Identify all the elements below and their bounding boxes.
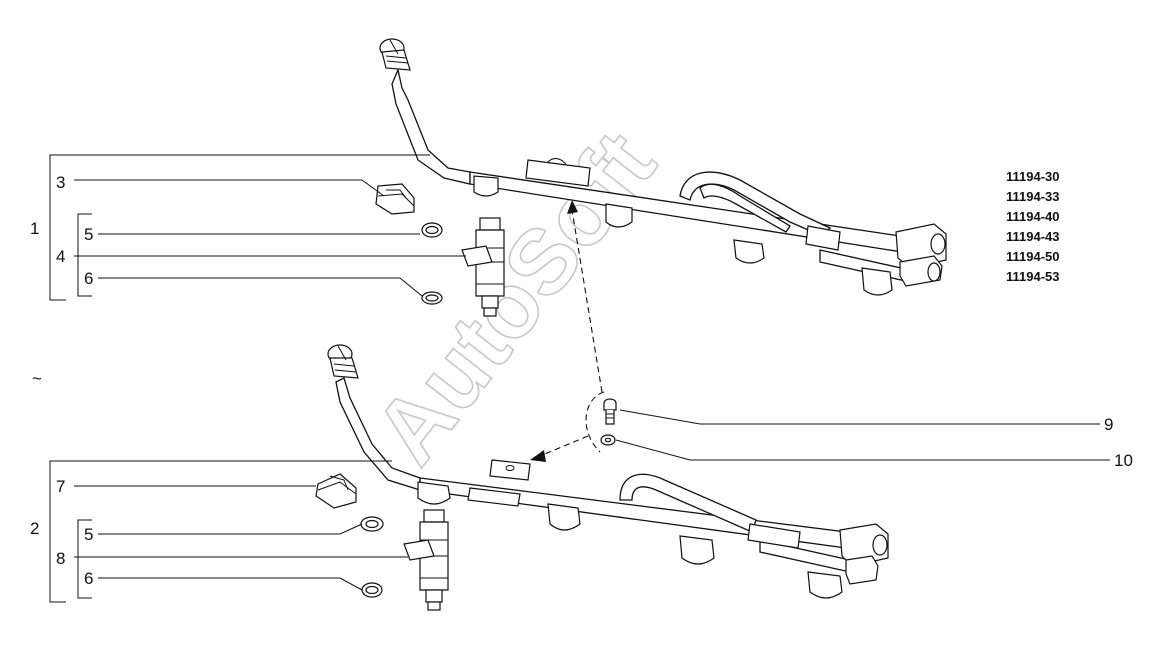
outlet-connector-upper: [895, 223, 947, 287]
callout-10: 10: [1114, 451, 1133, 470]
outlet-connector-lower: [839, 523, 889, 585]
injector-cup: [807, 571, 843, 599]
injector-cup: [473, 175, 499, 197]
callout-4: 4: [56, 247, 65, 266]
injector-lower: [403, 509, 449, 611]
o-ring-lower-5-inner: [365, 519, 379, 529]
bolt-part-9: [603, 398, 617, 425]
arrowhead-up: [567, 200, 578, 214]
o-ring-lower-6-inner: [365, 585, 379, 595]
o-ring-upper-6-inner: [425, 294, 439, 302]
clip-part-7: [315, 473, 357, 509]
callout-6-upper: 6: [84, 269, 93, 288]
injector-cup: [605, 203, 633, 228]
assembly-arrow-up: [571, 209, 603, 393]
callout-7: 7: [56, 477, 65, 496]
upper-fuel-rail: [379, 38, 947, 296]
injector-cup: [417, 481, 451, 505]
callout-5-lower: 5: [84, 525, 93, 544]
callout-3: 3: [56, 173, 65, 192]
lower-fuel-rail: [327, 344, 889, 599]
model-code: 11194-33: [1006, 189, 1060, 204]
injector-upper: [461, 217, 505, 317]
inlet-cap-lower: [327, 344, 359, 379]
model-code: 11194-30: [1006, 169, 1060, 184]
injector-cup: [679, 535, 715, 565]
o-ring-upper-5-inner: [425, 225, 439, 235]
model-code-list: 11194-30 11194-33 11194-40 11194-43 1119…: [1006, 169, 1060, 284]
model-code: 11194-40: [1006, 209, 1060, 224]
injector-cup: [733, 239, 765, 264]
arrowhead-left: [530, 450, 546, 462]
injector-cup: [547, 503, 581, 531]
callout-2: 2: [30, 519, 39, 538]
leader-lines: [49, 154, 1110, 603]
callout-8: 8: [56, 549, 65, 568]
callout-9: 9: [1104, 415, 1113, 434]
callout-5-upper: 5: [84, 225, 93, 244]
inlet-cap-upper: [379, 38, 411, 71]
callout-1: 1: [30, 219, 39, 238]
model-code: 11194-50: [1006, 249, 1060, 264]
injector-cup: [861, 267, 893, 296]
assembly-arrow-left: [539, 435, 589, 457]
detail-circle: [585, 391, 605, 453]
callout-6-lower: 6: [84, 569, 93, 588]
model-code: 11194-43: [1006, 229, 1060, 244]
model-code: 11194-53: [1006, 269, 1060, 284]
washer-part-10-inner: [604, 437, 612, 443]
watermark: AutoSoft: [355, 114, 674, 483]
clip-part-3: [375, 183, 415, 215]
rail-bracket-upper: [525, 159, 591, 187]
tilde-mark: ~: [32, 369, 42, 388]
